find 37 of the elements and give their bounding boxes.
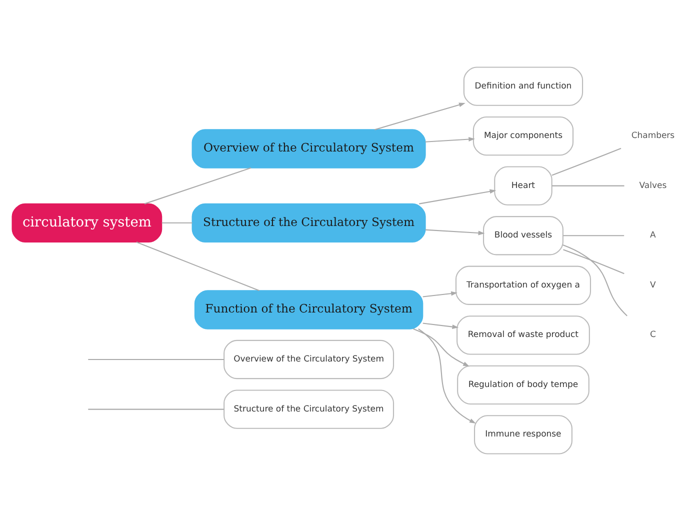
node-text: Valves xyxy=(639,179,667,190)
node-box: Structure of the Circulatory System xyxy=(224,389,394,428)
arrow xyxy=(413,328,470,366)
connector xyxy=(144,166,252,204)
node-box: Definition and function xyxy=(463,66,584,106)
node-box: Function of the Circulatory System xyxy=(194,290,424,329)
connector xyxy=(563,234,624,236)
node-box: Blood vessels xyxy=(483,216,564,255)
node-text: Chambers xyxy=(631,130,675,140)
connector xyxy=(552,147,622,176)
arrow xyxy=(425,136,475,142)
node-box: Regulation of body tempe xyxy=(457,364,590,404)
node-box: Transportation of oxygen a xyxy=(455,265,591,304)
node-box: Structure of the Circulatory System xyxy=(192,202,426,242)
connector xyxy=(136,241,260,291)
node-box: Overview of the Circulatory System xyxy=(192,128,426,168)
arrow xyxy=(419,188,496,204)
node-text: V xyxy=(650,278,656,289)
node-box: circulatory system xyxy=(12,202,162,242)
connector xyxy=(162,222,192,223)
connector xyxy=(552,184,624,186)
connector xyxy=(562,244,628,316)
arrow xyxy=(425,228,485,235)
node-text: C xyxy=(650,328,656,339)
node-box: Major components xyxy=(472,116,574,156)
node-text: A xyxy=(650,229,656,240)
node-box: Immune response xyxy=(474,414,572,454)
arrow xyxy=(418,328,476,423)
connector xyxy=(88,408,224,410)
arrow xyxy=(422,322,459,329)
node-box: Removal of waste product xyxy=(456,315,590,354)
connector xyxy=(88,358,224,360)
arrow xyxy=(374,102,466,130)
node-box: Heart xyxy=(494,166,552,205)
connector xyxy=(563,248,624,274)
node-box: Overview of the Circulatory System xyxy=(224,339,394,379)
arrow xyxy=(422,290,458,297)
